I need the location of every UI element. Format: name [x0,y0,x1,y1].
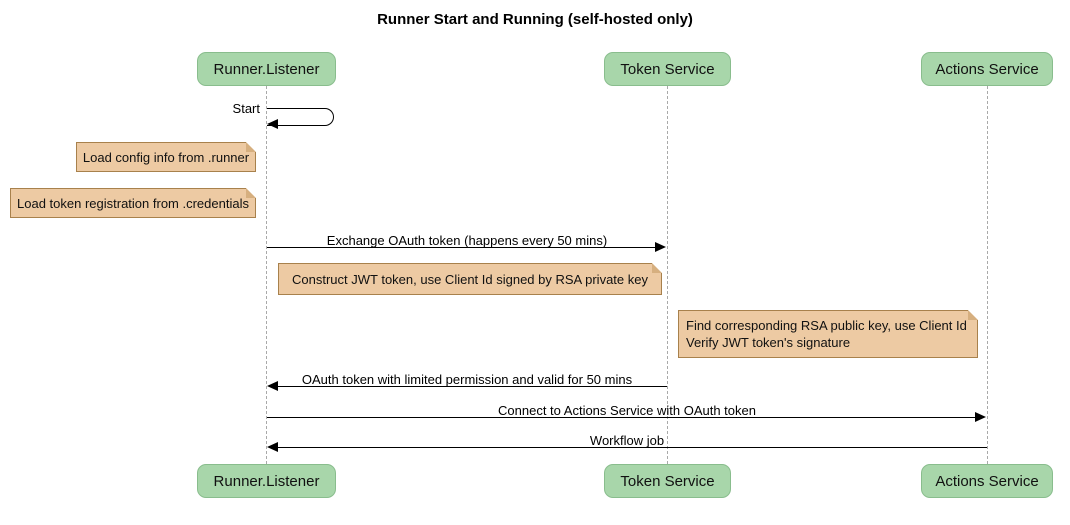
note-text: Load token registration from .credential… [17,195,249,211]
message-oauth-return-label: OAuth token with limited permission and … [301,372,633,387]
message-start-self-loop-line [267,108,334,126]
arrowhead-right-icon [655,242,666,252]
participant-runner-listener-bottom: Runner.Listener [197,464,336,498]
note-load-token-registration: Load token registration from .credential… [10,188,256,218]
message-exchange-oauth-label: Exchange OAuth token (happens every 50 m… [326,233,608,248]
participant-token-service-top: Token Service [604,52,731,86]
note-text-line-1: Find corresponding RSA public key, use C… [686,318,967,333]
participant-actions-service-bottom: Actions Service [921,464,1053,498]
message-workflow-job-label: Workflow job [589,433,665,448]
note-text: Construct JWT token, use Client Id signe… [292,271,648,287]
participant-runner-listener-top: Runner.Listener [197,52,336,86]
lifeline-token-service [667,86,668,464]
message-start-label: Start [232,101,260,116]
note-load-config: Load config info from .runner [76,142,256,172]
message-oauth-return-line [278,386,667,387]
message-workflow-job-line [278,447,987,448]
diagram-title: Runner Start and Running (self-hosted on… [377,11,693,28]
message-connect-actions-line [267,417,975,418]
participant-actions-service-top: Actions Service [921,52,1053,86]
lifeline-runner-listener [266,86,267,464]
arrowhead-right-icon [975,412,986,422]
note-text-line-2: Verify JWT token's signature [686,335,851,350]
participant-token-service-bottom: Token Service [604,464,731,498]
note-verify-jwt: Find corresponding RSA public key, use C… [678,310,978,358]
note-construct-jwt: Construct JWT token, use Client Id signe… [278,263,662,295]
note-text: Load config info from .runner [82,149,250,165]
arrowhead-left-icon [267,442,278,452]
message-exchange-oauth-line [267,247,656,248]
arrowhead-left-icon [267,119,278,129]
message-connect-actions-label: Connect to Actions Service with OAuth to… [498,403,756,418]
lifeline-actions-service [987,86,988,464]
arrowhead-left-icon [267,381,278,391]
